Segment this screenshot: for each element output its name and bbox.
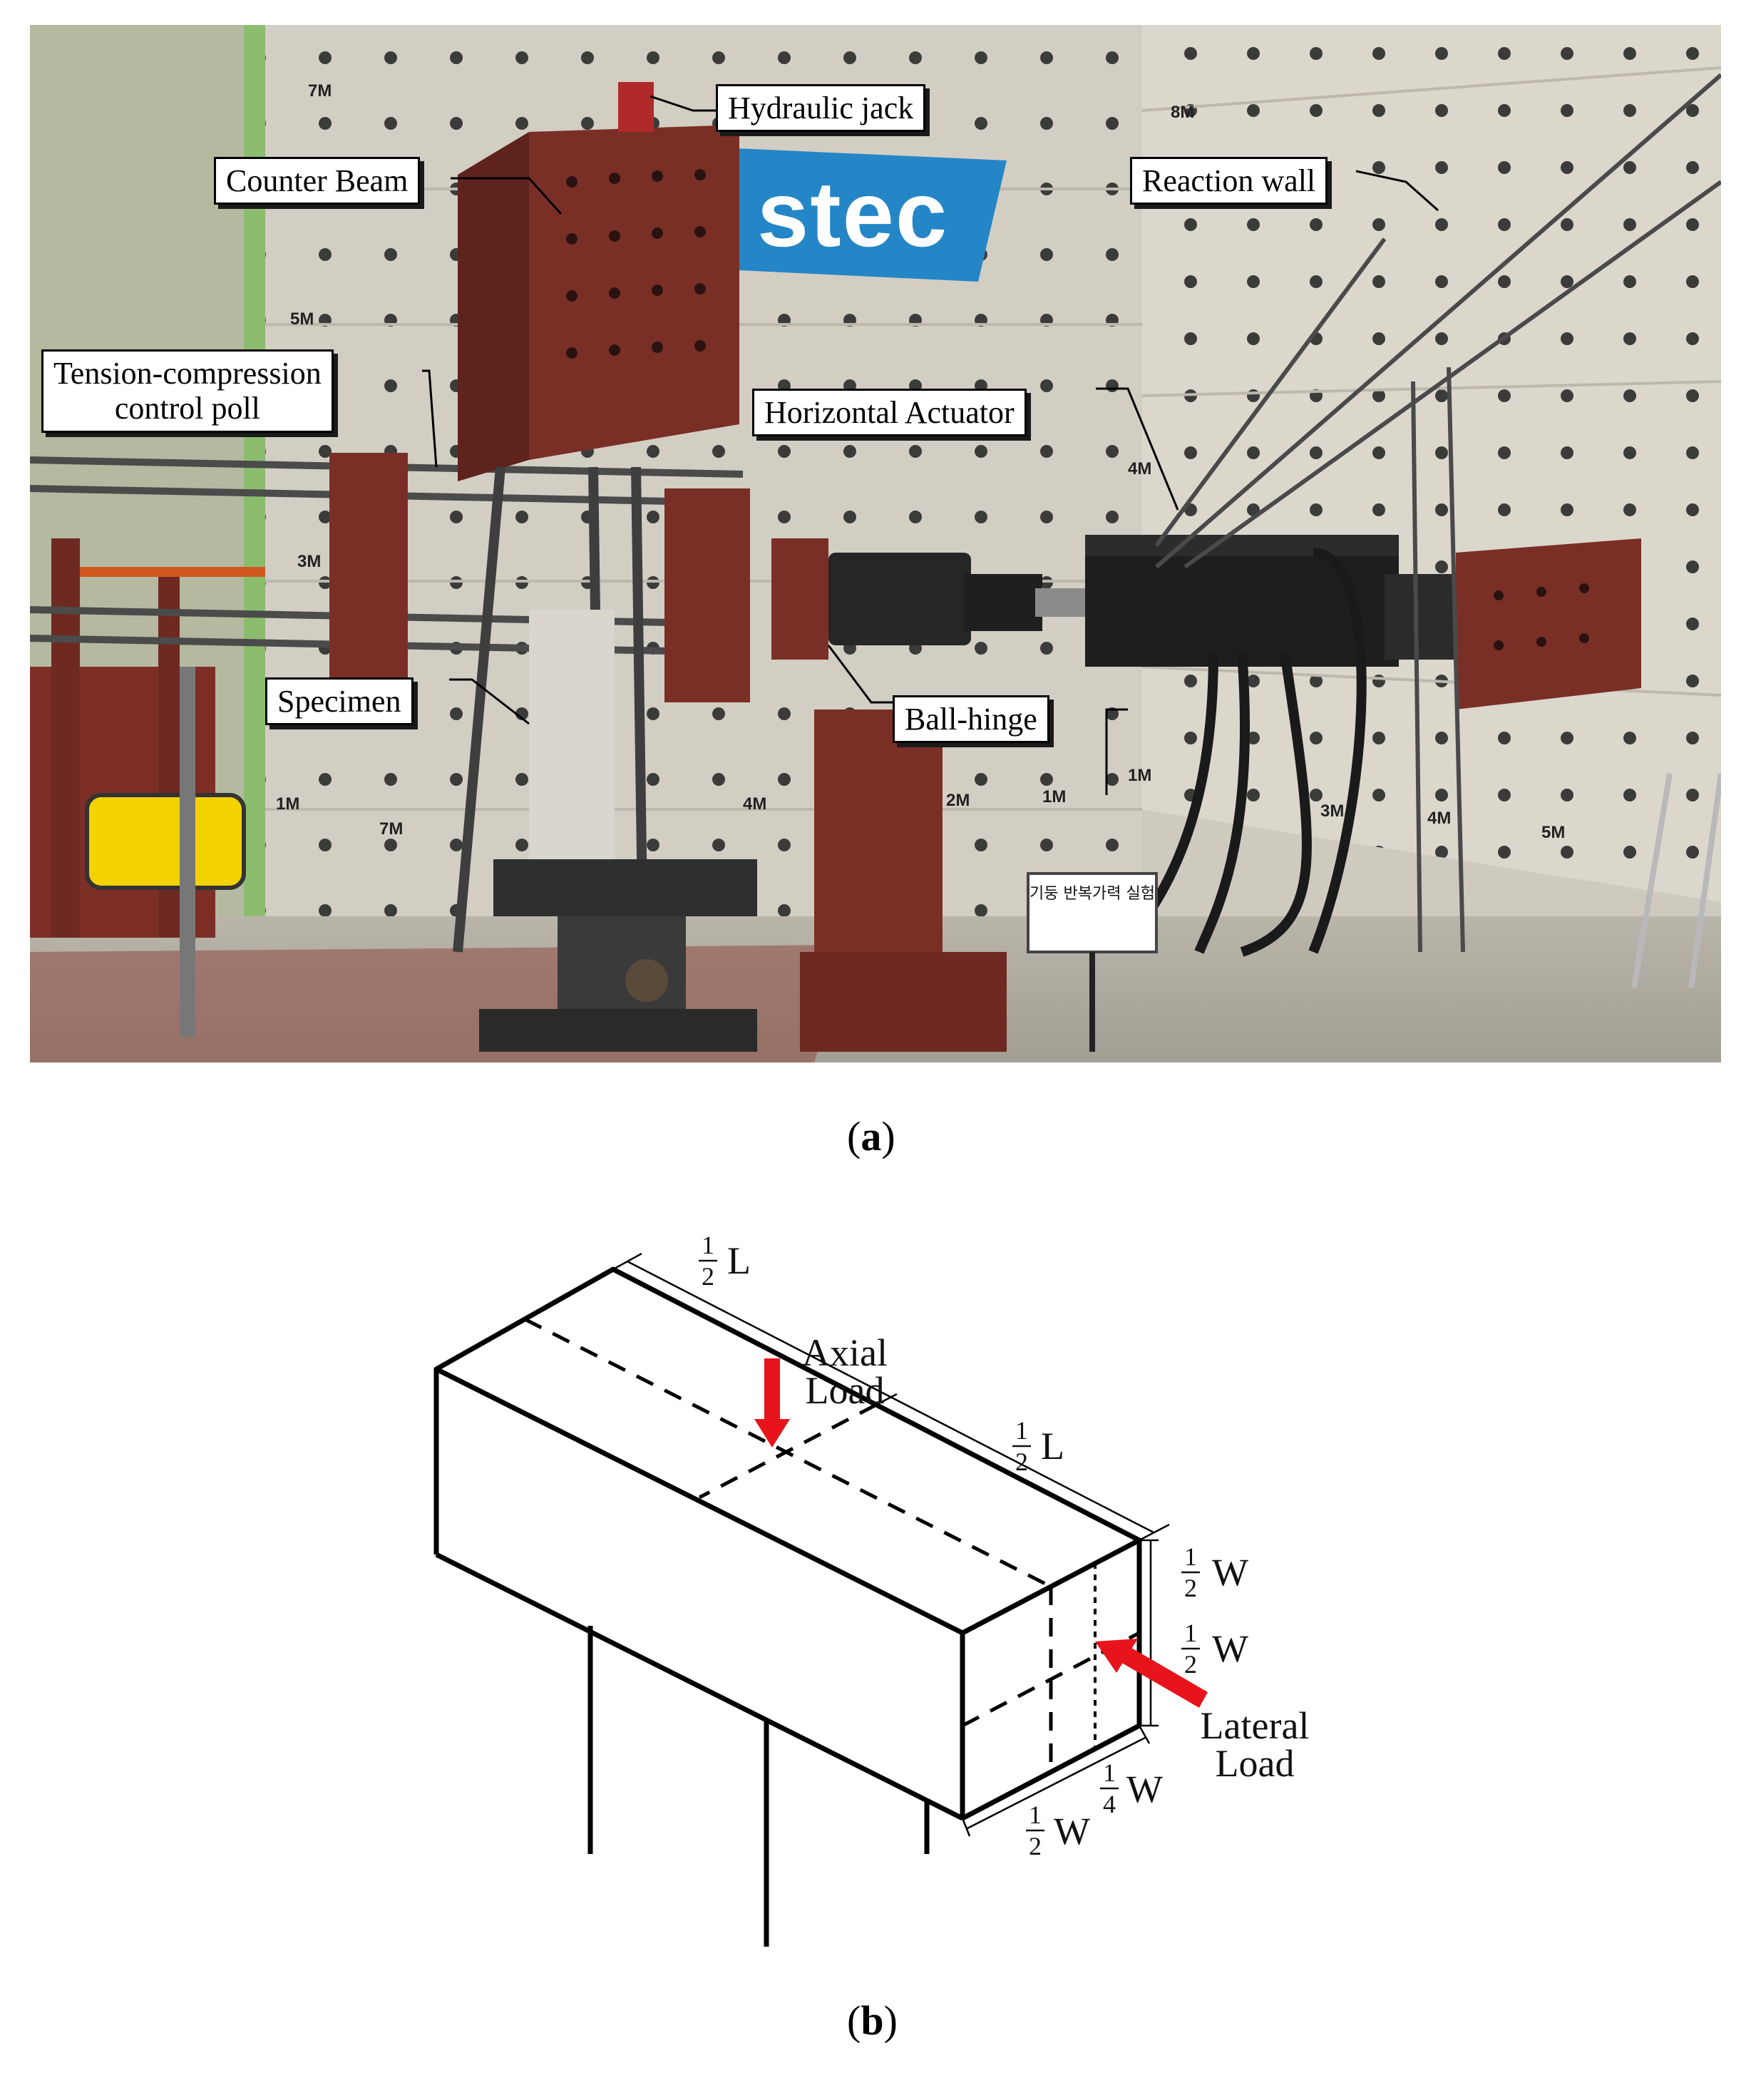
callout-tension-compression-control-poll: Tension-compression control poll [41,349,334,433]
svg-text:2: 2 [1015,1448,1028,1476]
svg-text:1: 1 [702,1231,714,1259]
svg-text:W: W [1212,1551,1248,1594]
axial-load-arrow [754,1358,790,1448]
callout-line: Tension-compression [53,356,322,391]
dim-quarter-width: 1 4 W [1100,1758,1163,1818]
left-plate [329,453,408,681]
panel-label-a: (a) [847,1113,895,1159]
axial-load-label: Axial [802,1331,888,1374]
wall-mark: 4M [1427,809,1451,828]
wall-mark: 1M [276,794,299,814]
svg-text:1: 1 [1029,1801,1042,1829]
specimen [529,610,615,895]
wall-mark: 4M [743,794,766,814]
svg-text:1: 1 [1103,1758,1116,1787]
callout-ball-hinge: Ball-hinge [893,695,1049,744]
callout-reaction-wall: Reaction wall [1130,157,1328,205]
lateral-load-label: Load [1216,1742,1295,1785]
callout-counter-beam: Counter Beam [214,157,421,205]
sign-title: 기둥 반복가력 실험 [1029,885,1155,903]
svg-text:1: 1 [1184,1619,1197,1647]
wall-mark: 2M [946,791,970,810]
panel-label-b: (b) [847,1997,898,2044]
dim-half-width-lower: 1 2 W [1181,1619,1248,1679]
wall-mark: 7M [308,81,332,101]
hydraulic-jack [618,82,654,132]
wall-mark: 5M [290,309,314,329]
callout-specimen: Specimen [265,677,414,726]
dim-half-length-top: 1 2 L [699,1231,751,1291]
svg-text:1: 1 [1015,1416,1028,1445]
svg-text:2: 2 [1029,1832,1042,1860]
wall-mark: 3M [1320,801,1344,821]
svg-text:stec: stec [757,162,948,266]
dim-half-length-right: 1 2 L [1012,1416,1064,1476]
callout-horizontal-actuator: Horizontal Actuator [752,389,1027,437]
ball-hinge [828,553,971,645]
reaction-block [1456,538,1641,710]
svg-text:W: W [1126,1768,1163,1810]
svg-text:2: 2 [1184,1650,1197,1679]
counter-beam [529,125,739,460]
dim-half-width-bottom: 1 2 W [1026,1801,1090,1860]
wall-mark: 5M [1541,823,1565,842]
lateral-load-label: Lateral [1201,1704,1310,1747]
dimension-lines [612,1252,1170,1837]
lateral-load-arrow [1095,1639,1208,1708]
svg-text:1: 1 [1184,1542,1197,1571]
callout-hydraulic-jack: Hydraulic jack [716,84,926,133]
wall-mark: 7M [379,819,403,839]
svg-text:L: L [727,1239,751,1282]
callout-line: control poll [114,391,260,426]
svg-text:2: 2 [702,1262,714,1291]
wall-mark: 8M [1171,103,1194,122]
svg-text:4: 4 [1103,1790,1116,1818]
support-legs [587,1626,930,1947]
wall-mark: 1M [1042,787,1066,806]
wall-mark: 1M [1128,766,1151,785]
specimen-box [433,1266,1142,1821]
svg-text:W: W [1212,1627,1248,1670]
svg-text:L: L [1041,1425,1064,1468]
wall-mark: 3M [297,552,321,571]
svg-text:W: W [1054,1810,1090,1853]
centre-plate [664,488,750,702]
wall-mark: 4M [1128,459,1151,478]
axial-load-label: Load [806,1369,885,1412]
load-diagram: Axial Load Lateral Load 1 2 L 1 2 L 1 2 … [433,1231,1310,1947]
base-block [493,859,757,916]
dim-half-width-upper: 1 2 W [1181,1542,1248,1602]
svg-text:2: 2 [1184,1574,1197,1602]
